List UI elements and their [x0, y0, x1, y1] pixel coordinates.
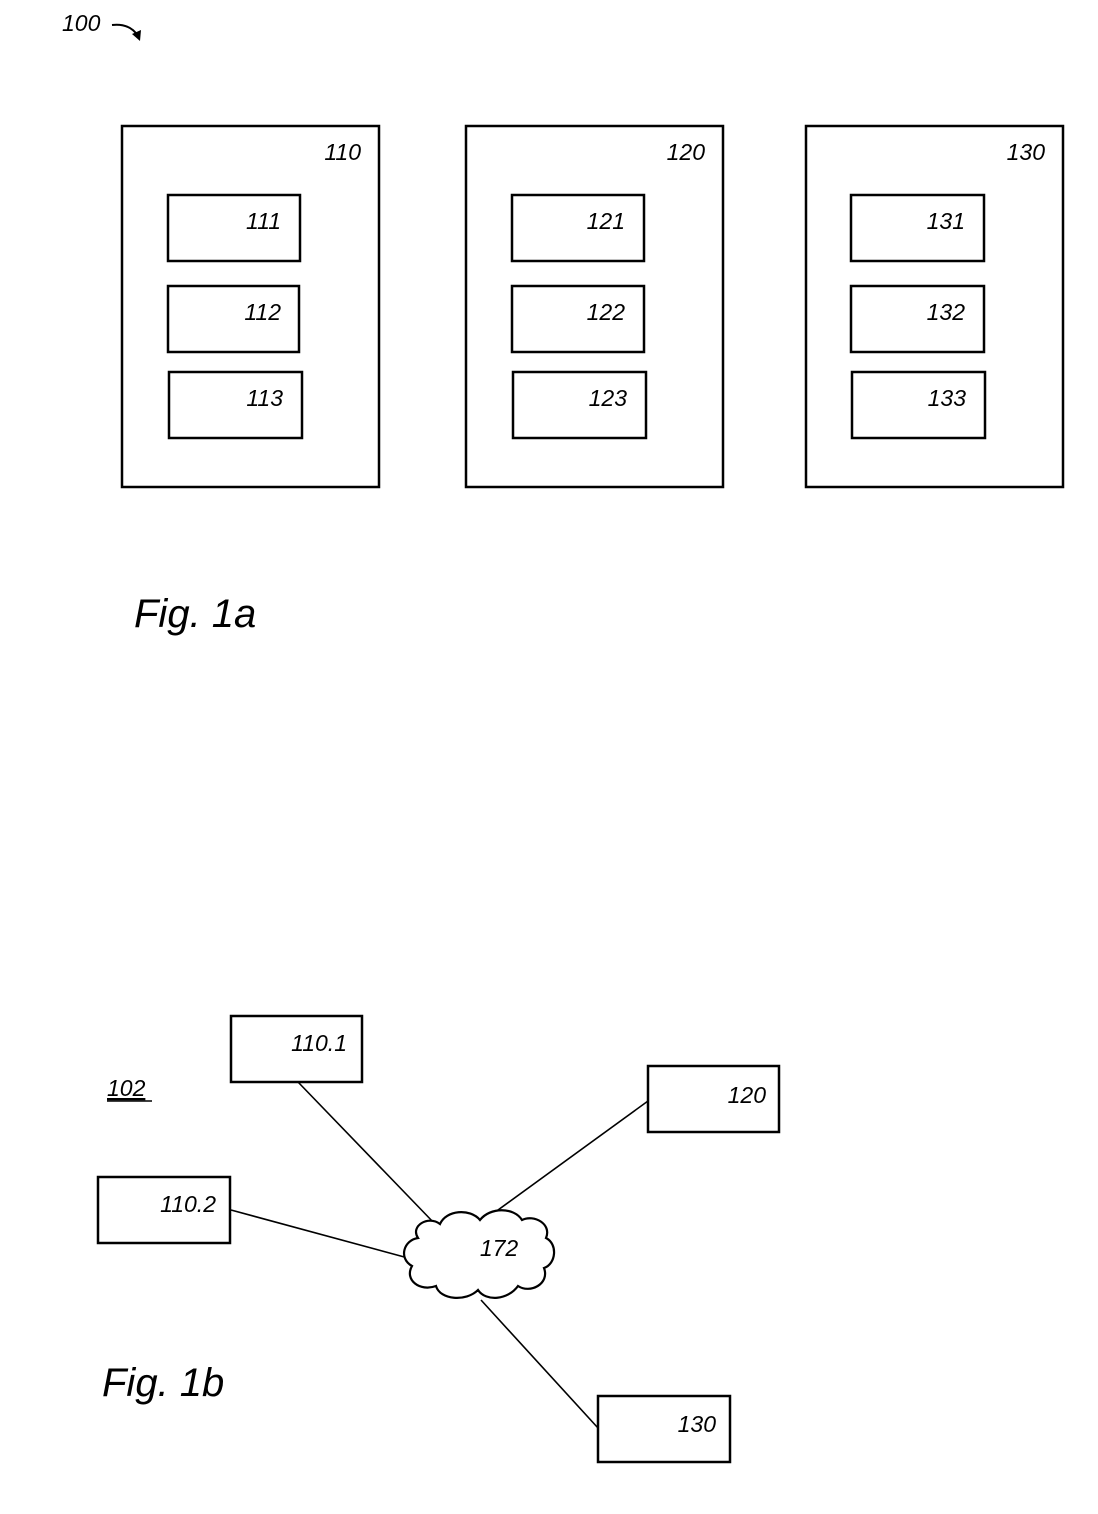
system-ref-100: 100 — [62, 10, 101, 36]
component-123-label: 123 — [589, 385, 628, 411]
fig-1b: 102 172 110.1 110.2 120 130 — [98, 1016, 779, 1462]
component-123: 123 — [513, 372, 646, 438]
link-110-2 — [231, 1210, 408, 1258]
node-130: 130 — [598, 1396, 730, 1462]
component-133: 133 — [852, 372, 985, 438]
component-112: 112 — [168, 286, 299, 352]
device-110-label: 110 — [324, 139, 361, 165]
component-111-label: 111 — [246, 208, 281, 234]
component-122: 122 — [512, 286, 644, 352]
component-133-label: 133 — [928, 385, 967, 411]
fig-1a: 100 110 111 112 113 120 — [62, 10, 1063, 636]
component-121-label: 121 — [587, 208, 625, 234]
node-120: 120 — [648, 1066, 779, 1132]
component-132-label: 132 — [927, 299, 966, 325]
component-132: 132 — [851, 286, 984, 352]
device-110: 110 111 112 113 — [122, 126, 379, 487]
link-110-1 — [298, 1082, 435, 1224]
network-cloud-172: 172 — [404, 1210, 554, 1298]
figure-caption-1a: Fig. 1a — [134, 592, 256, 636]
system-ref-arrow-icon — [112, 25, 141, 41]
component-131-label: 131 — [927, 208, 965, 234]
component-113: 113 — [169, 372, 302, 438]
node-110-2: 110.2 — [98, 1177, 230, 1243]
figure-caption-1b: Fig. 1b — [102, 1361, 224, 1405]
link-130 — [481, 1300, 598, 1428]
device-130: 130 131 132 133 — [806, 126, 1063, 487]
component-131: 131 — [851, 195, 984, 261]
device-130-label: 130 — [1007, 139, 1046, 165]
device-120-label: 120 — [667, 139, 706, 165]
node-110-1-label: 110.1 — [291, 1030, 347, 1056]
component-112-label: 112 — [244, 299, 281, 325]
node-130-label: 130 — [678, 1411, 717, 1437]
node-120-label: 120 — [728, 1082, 767, 1108]
node-110-1: 110.1 — [231, 1016, 362, 1082]
system-ref-102: 102 — [107, 1075, 146, 1101]
link-120 — [487, 1101, 648, 1218]
node-110-2-label: 110.2 — [160, 1191, 216, 1217]
component-122-label: 122 — [587, 299, 626, 325]
component-111: 111 — [168, 195, 300, 261]
device-120: 120 121 122 123 — [466, 126, 723, 487]
network-172-label: 172 — [480, 1235, 519, 1261]
component-121: 121 — [512, 195, 644, 261]
component-113-label: 113 — [246, 385, 283, 411]
